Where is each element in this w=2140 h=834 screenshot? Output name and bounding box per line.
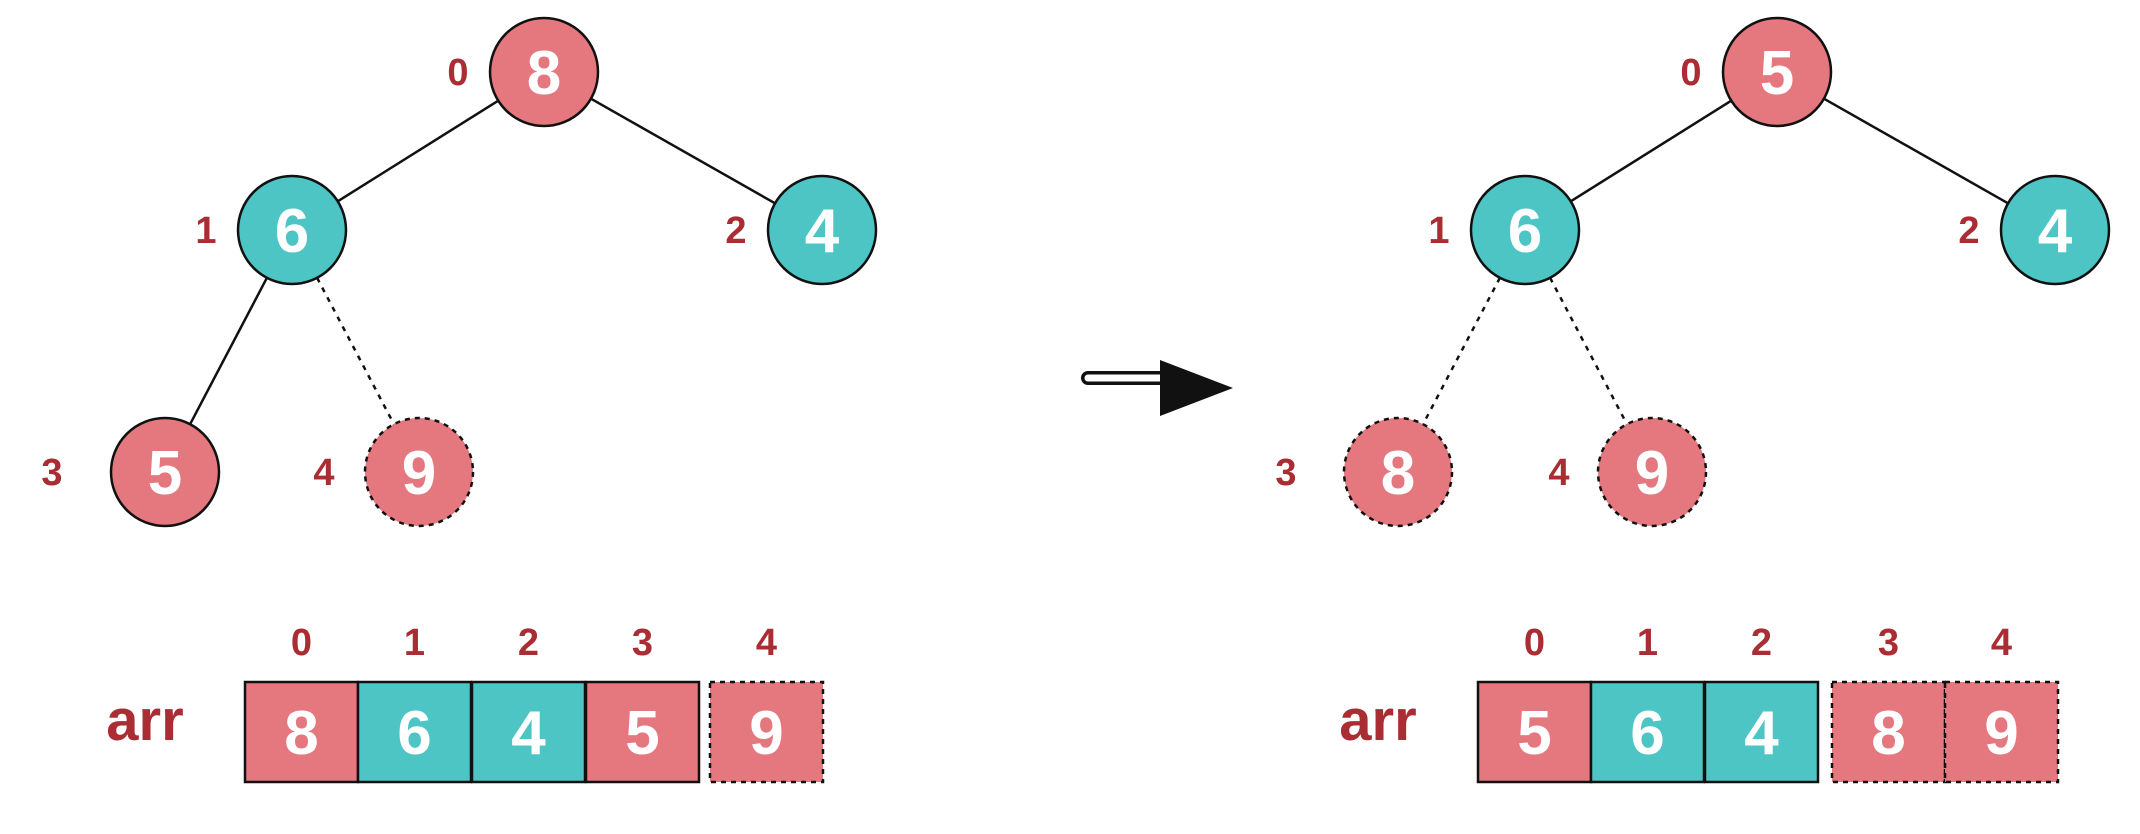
node-circle <box>1999 174 2111 286</box>
node-circle <box>1469 174 1581 286</box>
tree-edge-0-1 <box>337 99 499 203</box>
node-value: 9 <box>402 439 436 508</box>
array-index-label: 0 <box>1524 622 1545 664</box>
double-arrow-right-icon <box>1081 360 1233 416</box>
node-index-label: 2 <box>1958 210 1979 252</box>
array-cell-1: 6 <box>1589 680 1706 784</box>
tree-edge-0-1 <box>1570 99 1732 203</box>
tree-node-1: 6 <box>236 174 348 286</box>
tree-node-3: 5 <box>109 416 221 528</box>
node-index-label: 4 <box>313 452 334 494</box>
array-cell-4: 9 <box>708 680 825 784</box>
node-circle <box>1721 16 1833 128</box>
array-cell-value: 9 <box>1984 699 2018 768</box>
node-value: 4 <box>805 197 840 266</box>
array-label: arr <box>106 688 183 753</box>
tree-node-3: 8 <box>1342 416 1454 528</box>
node-value: 6 <box>275 197 309 266</box>
panel-after: 5 0 6 1 4 2 8 3 9 4 arr 5 0 6 1 4 2 8 3 9 4 <box>1275 16 2111 784</box>
array-cell-value: 4 <box>511 699 546 768</box>
array-cell-box <box>1476 680 1593 784</box>
node-circle <box>236 174 348 286</box>
tree-edge-1-4 <box>1548 277 1629 425</box>
node-value: 9 <box>1635 439 1669 508</box>
array-cell-box <box>584 680 701 784</box>
array-cell-box <box>356 680 473 784</box>
array-cell-box <box>1703 680 1820 784</box>
array-index-label: 2 <box>518 622 539 664</box>
array-cell-4: 9 <box>1943 680 2060 784</box>
array-cell-3: 5 <box>584 680 701 784</box>
node-circle <box>363 416 475 528</box>
node-circle <box>1596 416 1708 528</box>
node-index-label: 1 <box>1428 210 1449 252</box>
array-cell-value: 5 <box>1517 699 1551 768</box>
node-circle <box>109 416 221 528</box>
array-cell-value: 8 <box>284 699 318 768</box>
node-index-label: 0 <box>1680 52 1701 94</box>
array-cell-2: 4 <box>470 680 587 784</box>
node-value: 8 <box>1381 439 1415 508</box>
node-index-label: 2 <box>725 210 746 252</box>
node-circle <box>766 174 878 286</box>
node-value: 8 <box>527 39 561 108</box>
array-label: arr <box>1339 688 1416 753</box>
node-index-label: 3 <box>1275 452 1296 494</box>
node-index-label: 3 <box>41 452 62 494</box>
array-index-label: 0 <box>291 622 312 664</box>
array-index-label: 4 <box>1991 622 2012 664</box>
panel-before: 8 0 6 1 4 2 5 3 9 4 arr 8 0 6 1 4 2 5 3 9 4 <box>41 16 878 784</box>
node-index-label: 4 <box>1548 452 1569 494</box>
node-value: 5 <box>148 439 182 508</box>
tree-node-0: 8 <box>488 16 600 128</box>
array-cell-3: 8 <box>1830 680 1947 784</box>
node-index-label: 1 <box>195 210 216 252</box>
tree-edge-0-2 <box>1823 97 2009 205</box>
array-cell-value: 6 <box>1630 699 1664 768</box>
node-circle <box>488 16 600 128</box>
array-cell-value: 8 <box>1871 699 1905 768</box>
tree-node-4: 9 <box>363 416 475 528</box>
array-cell-1: 6 <box>356 680 473 784</box>
node-value: 6 <box>1508 197 1542 266</box>
tree-node-1: 6 <box>1469 174 1581 286</box>
array-cell-value: 5 <box>625 699 659 768</box>
tree-edge-1-3 <box>1421 277 1502 425</box>
array-cell-value: 6 <box>397 699 431 768</box>
array-index-label: 1 <box>1637 622 1658 664</box>
array-cell-box <box>708 680 825 784</box>
tree-node-0: 5 <box>1721 16 1833 128</box>
array-index-label: 2 <box>1751 622 1772 664</box>
array-index-label: 3 <box>1878 622 1899 664</box>
array-cell-value: 4 <box>1744 699 1779 768</box>
array-cell-box <box>1943 680 2060 784</box>
tree-node-2: 4 <box>766 174 878 286</box>
array-index-label: 4 <box>756 622 777 664</box>
array-cell-box <box>470 680 587 784</box>
tree-edge-1-4 <box>315 277 396 425</box>
node-circle <box>1342 416 1454 528</box>
array-index-label: 1 <box>404 622 425 664</box>
node-index-label: 0 <box>447 52 468 94</box>
tree-node-2: 4 <box>1999 174 2111 286</box>
array-cell-0: 8 <box>243 680 360 784</box>
array-index-label: 3 <box>632 622 653 664</box>
array-cell-box <box>1830 680 1947 784</box>
array-cell-0: 5 <box>1476 680 1593 784</box>
array-cell-value: 9 <box>749 699 783 768</box>
tree-node-4: 9 <box>1596 416 1708 528</box>
array-cell-2: 4 <box>1703 680 1820 784</box>
node-value: 4 <box>2038 197 2073 266</box>
tree-edge-0-2 <box>590 97 776 205</box>
tree-edge-1-3 <box>188 277 269 425</box>
node-value: 5 <box>1760 39 1794 108</box>
